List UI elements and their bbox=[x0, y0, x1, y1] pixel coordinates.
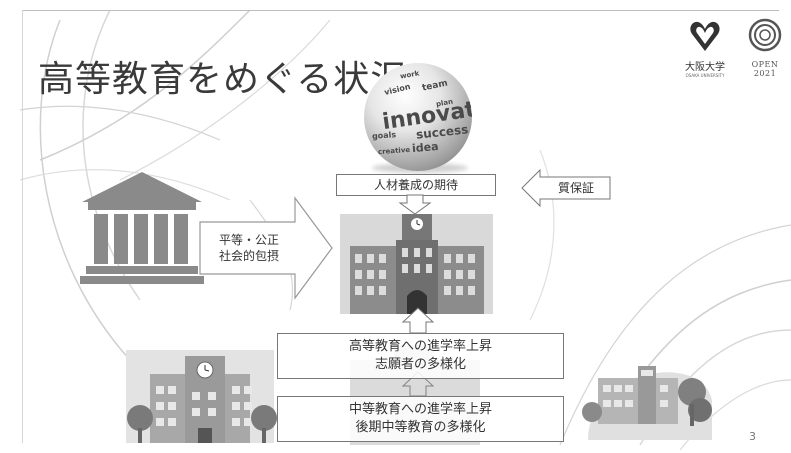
secondary-education-box: 中等教育への進学率上昇 後期中等教育の多様化 bbox=[277, 396, 564, 442]
expectation-down-arrow-icon bbox=[398, 194, 432, 215]
open2021-name: OPEN 2021 bbox=[751, 60, 779, 78]
quality-assurance-label: 質保証 bbox=[557, 181, 594, 195]
up-arrow-icon bbox=[401, 307, 435, 334]
osaka-university-sub: OSAKA UNIVERSITY bbox=[685, 73, 725, 78]
top-border-line bbox=[22, 10, 779, 11]
equity-arrow-label: 平等・公正 社会的包摂 bbox=[205, 232, 293, 264]
secondary-education-line-2: 後期中等教育の多様化 bbox=[355, 420, 486, 435]
innovation-word-sphere: innovation success team idea vision goal… bbox=[364, 63, 472, 171]
school-building-icon bbox=[126, 350, 277, 443]
equity-line-2: 社会的包摂 bbox=[218, 249, 279, 263]
university-building-icon bbox=[340, 214, 493, 314]
quality-left-arrow-icon bbox=[521, 168, 611, 208]
higher-education-line-1: 高等教育への進学率上昇 bbox=[348, 339, 492, 354]
secondary-education-line-1: 中等教育への進学率上昇 bbox=[348, 402, 492, 417]
higher-education-line-2: 志願者の多様化 bbox=[374, 357, 466, 372]
open2021-logo: OPEN 2021 bbox=[740, 18, 790, 84]
osaka-university-emblem-icon bbox=[690, 21, 720, 51]
high-school-building-icon bbox=[582, 366, 712, 440]
slide-title: 高等教育をめぐる状況 bbox=[38, 59, 408, 100]
higher-education-box: 高等教育への進学率上昇 志願者の多様化 bbox=[277, 333, 564, 379]
left-border-line bbox=[22, 10, 23, 443]
open2021-emblem-icon bbox=[748, 18, 782, 52]
page-number: 3 bbox=[749, 430, 756, 443]
equity-right-arrow-icon bbox=[199, 196, 333, 300]
osaka-university-logo: 大阪大学 OSAKA UNIVERSITY bbox=[676, 18, 734, 84]
institution-building-icon bbox=[80, 172, 204, 284]
up-arrow-icon bbox=[401, 371, 435, 397]
equity-line-1: 平等・公正 bbox=[218, 233, 279, 247]
osaka-university-name: 大阪大学 bbox=[685, 62, 725, 73]
